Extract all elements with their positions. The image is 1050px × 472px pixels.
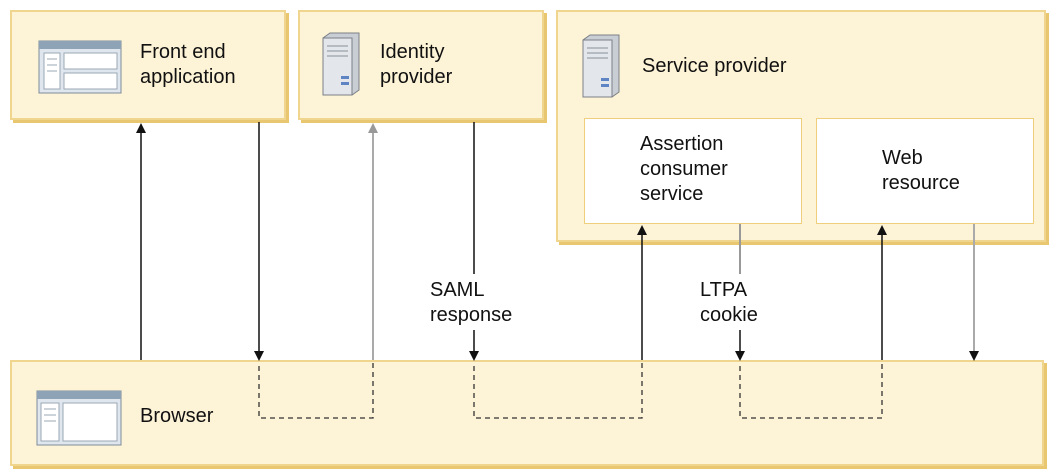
web-resource-label: Web resource <box>882 147 960 194</box>
server-icon-service-provider <box>582 34 620 98</box>
service-provider-label: Service provider <box>642 55 787 77</box>
dashed-connector-1 <box>258 360 374 419</box>
saml-response-label: SAML response <box>430 279 513 326</box>
front-end-application-label: Front end application <box>140 41 236 88</box>
dashed-connector-2 <box>473 360 643 419</box>
web-resource-node <box>816 118 1034 224</box>
application-window-icon <box>38 40 122 94</box>
assertion-consumer-service-label: Assertion consumer service <box>640 133 728 205</box>
assertion-consumer-service-node <box>584 118 802 224</box>
server-icon <box>322 32 360 96</box>
identity-provider-label: Identity provider <box>380 41 453 88</box>
ltpa-cookie-label: LTPA cookie <box>700 279 758 326</box>
browser-node <box>10 360 1044 466</box>
browser-window-icon <box>36 390 122 446</box>
browser-label: Browser <box>140 405 214 427</box>
dashed-connector-3 <box>739 360 883 419</box>
